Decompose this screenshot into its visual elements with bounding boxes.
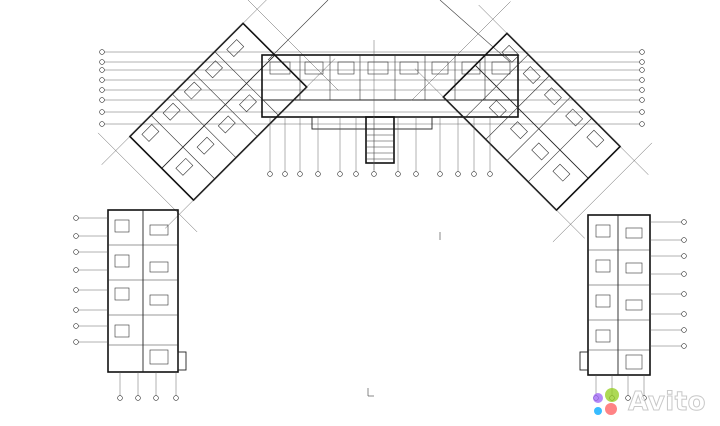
grid-axis-bubble — [99, 67, 105, 73]
avito-dot-green — [605, 388, 620, 402]
grid-axis-bubble — [315, 171, 321, 177]
grid-axis-bubble — [681, 327, 687, 333]
grid-axis-bubble — [117, 395, 123, 401]
grid-axis-bubble — [639, 121, 645, 127]
grid-axis-bubble — [153, 395, 159, 401]
grid-axis-bubble — [99, 109, 105, 115]
grid-axis-bubble — [282, 171, 288, 177]
grid-axis-bubble — [99, 87, 105, 93]
grid-axis-bubble — [73, 267, 79, 273]
grid-axis-bubble — [639, 49, 645, 55]
grid-axis-bubble — [99, 59, 105, 65]
grid-axis-bubble — [395, 171, 401, 177]
grid-axis-bubble — [681, 343, 687, 349]
grid-axis-bubble — [99, 97, 105, 103]
grid-axis-bubble — [487, 171, 493, 177]
roof-outline — [267, 0, 511, 63]
avito-logo-text: Avito — [628, 387, 706, 418]
avito-dots-icon — [593, 388, 620, 415]
grid-axis-bubble — [639, 97, 645, 103]
grid-axis-bubble — [437, 171, 443, 177]
grid-axis-bubble — [639, 59, 645, 65]
grid-axis-bubble — [639, 109, 645, 115]
grid-axis-bubble — [681, 253, 687, 259]
axis-bubbles — [73, 215, 687, 401]
grid-axis-bubble — [297, 171, 303, 177]
grid-axis-bubble — [99, 49, 105, 55]
grid-axis-bubble — [641, 395, 647, 401]
grid-axis-bubble — [681, 311, 687, 317]
grid-axis-bubble — [337, 171, 343, 177]
grid-axis-bubble — [99, 77, 105, 83]
avito-watermark: Avito — [590, 386, 706, 418]
grid-axis-bubble — [99, 121, 105, 127]
right-wing — [411, 1, 653, 376]
grid-axis-bubble — [639, 87, 645, 93]
avito-dot-purple — [593, 393, 604, 403]
grid-axis-bubble — [639, 77, 645, 83]
grid-axis-bubble — [73, 233, 79, 239]
vertical-gridlines — [267, 117, 493, 177]
central-block — [261, 40, 519, 170]
grid-axis-bubble — [353, 171, 359, 177]
section-marks — [367, 232, 441, 397]
grid-axis-bubble — [471, 171, 477, 177]
grid-axis-bubble — [455, 171, 461, 177]
grid-axis-bubble — [73, 287, 79, 293]
grid-axis-bubble — [639, 67, 645, 73]
grid-axis-bubble — [135, 395, 141, 401]
grid-axis-bubble — [73, 249, 79, 255]
grid-axis-bubble — [625, 395, 631, 401]
grid-axis-bubble — [681, 271, 687, 277]
avito-dot-blue — [594, 407, 603, 415]
grid-axis-bubble — [73, 307, 79, 313]
grid-axis-bubble — [73, 339, 79, 345]
grid-axis-bubble — [173, 395, 179, 401]
grid-axis-bubble — [681, 219, 687, 225]
grid-axis-bubble — [681, 237, 687, 243]
horizontal-gridlines — [99, 49, 645, 127]
grid-axis-bubble — [73, 215, 79, 221]
grid-axis-bubble — [681, 291, 687, 297]
grid-axis-bubble — [413, 171, 419, 177]
grid-axis-bubble — [371, 171, 377, 177]
avito-dot-red — [605, 403, 618, 415]
grid-axis-bubble — [267, 171, 273, 177]
grid-axis-bubble — [73, 323, 79, 329]
